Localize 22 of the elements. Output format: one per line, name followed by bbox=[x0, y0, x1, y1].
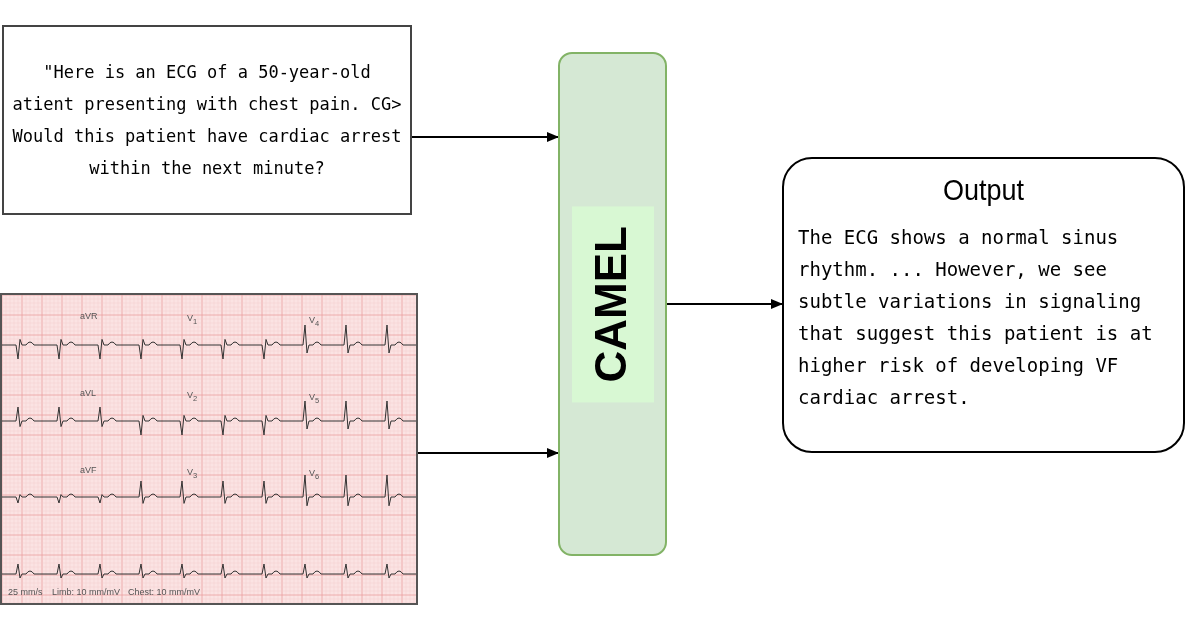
scale-label: Chest: 10 mm/mV bbox=[128, 588, 201, 597]
lead-label: aVR bbox=[80, 312, 98, 321]
lead-label: V$_{2}$ bbox=[187, 391, 198, 403]
output-heading: Output bbox=[941, 173, 1026, 207]
prompt-text: "Here is an ECG of a 50-year-old atient presenting with chest pain. CG> Would this patient have cardiac arrest within the next minute? bbox=[11, 61, 403, 180]
lead-label: V$_{5}$ bbox=[309, 393, 320, 405]
arrow bbox=[417, 448, 559, 458]
prompt-box bbox=[2, 25, 412, 215]
output-text: The ECG shows a normal sinus rhythm. ... However, we see subtle variations in signaling that suggest this patient is at higher risk of developing VF cardiac arrest. bbox=[798, 225, 1154, 410]
arrow bbox=[666, 299, 783, 309]
arrow bbox=[411, 132, 559, 142]
lead-label: V$_{1}$ bbox=[187, 314, 198, 326]
lead-label: V$_{6}$ bbox=[309, 469, 320, 481]
scale-label: 25 mm/s bbox=[8, 588, 43, 597]
lead-label: V$_{3}$ bbox=[187, 468, 198, 480]
lead-label: aVL bbox=[80, 389, 96, 398]
scale-label: Limb: 10 mm/mV bbox=[52, 588, 120, 597]
output-box bbox=[782, 157, 1185, 453]
lead-label: aVF bbox=[80, 466, 97, 475]
model-name: CAMEL bbox=[571, 205, 654, 403]
lead-label: V$_{4}$ bbox=[309, 316, 320, 328]
model-box bbox=[558, 52, 667, 556]
